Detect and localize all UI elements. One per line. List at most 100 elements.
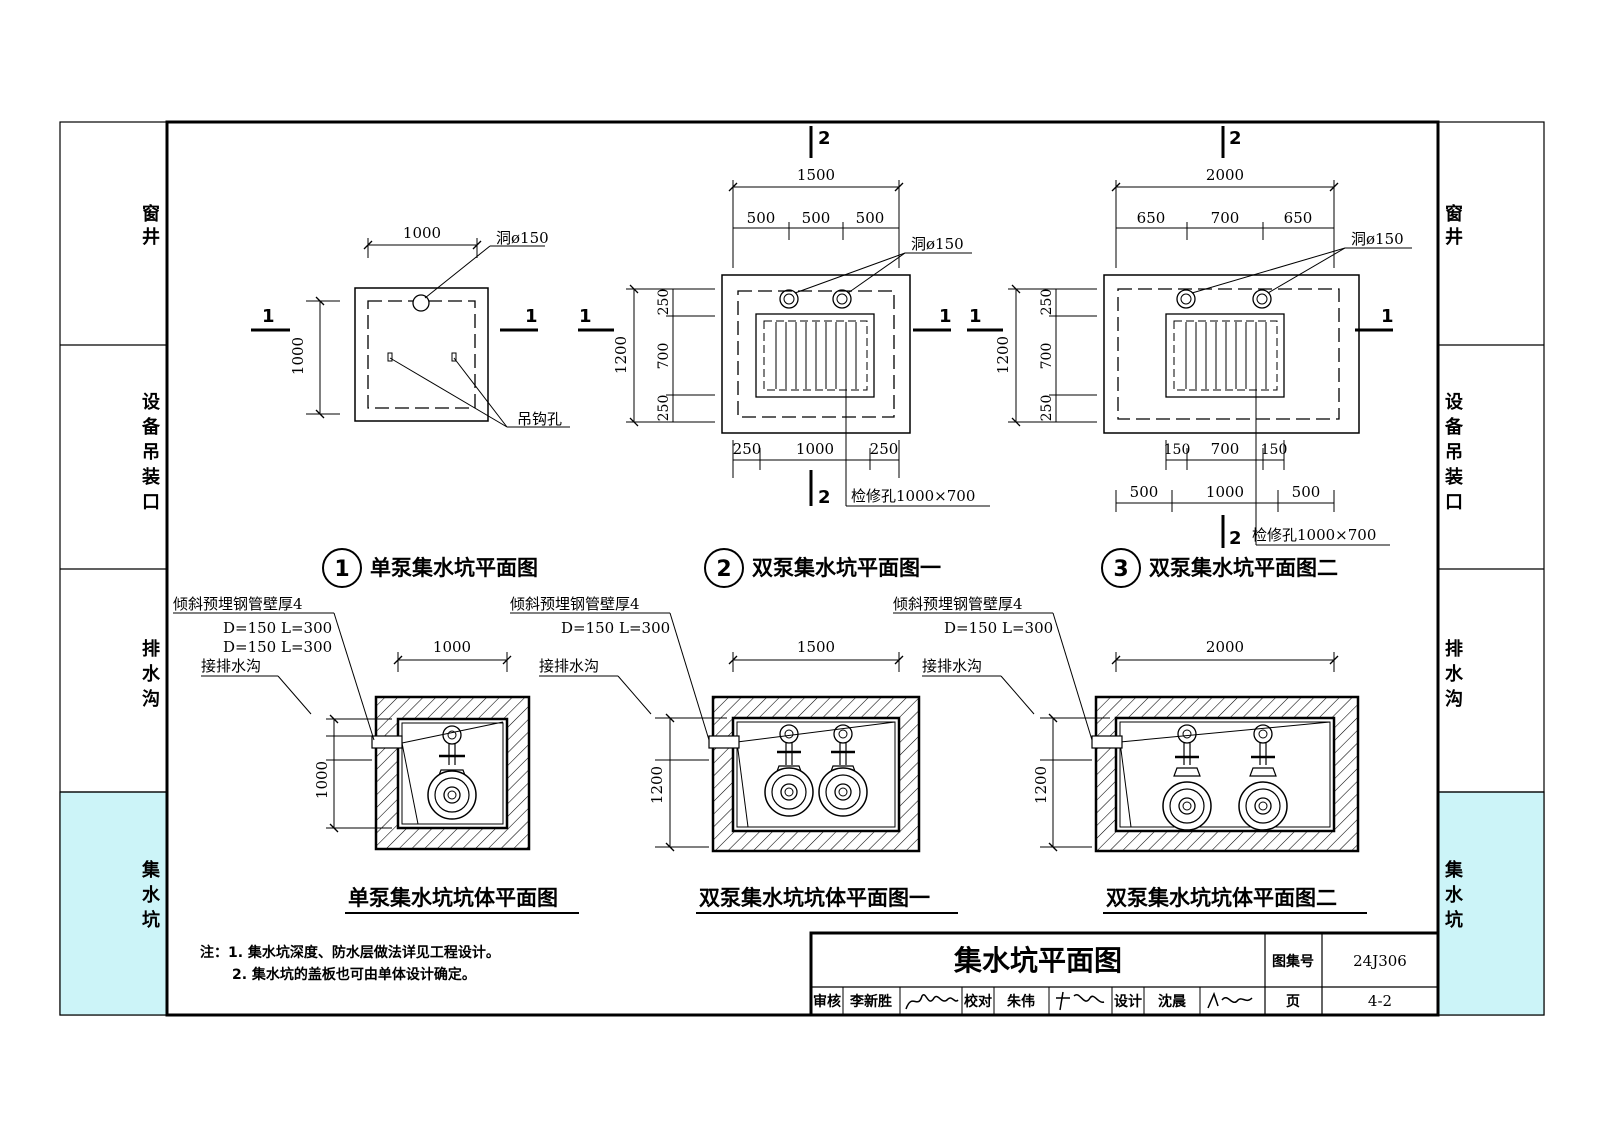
body1-pipe-dim2: D=150 L=300 — [223, 638, 332, 656]
plan3-height-dim: 1200 — [994, 336, 1012, 374]
plan3-i2-dim: 700 — [1211, 440, 1240, 458]
body2-title: 双泵集水坑坑体平面图一 — [699, 886, 930, 910]
plan2-b3-dim: 250 — [870, 440, 899, 458]
plan3-b3-dim: 500 — [1292, 483, 1321, 501]
body2-pipe-dim: D=150 L=300 — [561, 619, 670, 637]
note-2: 2. 集水坑的盖板也可由单体设计确定。 — [232, 966, 476, 983]
plan3-w1-dim: 650 — [1137, 209, 1166, 227]
titleblock-page-label: 页 — [1286, 994, 1300, 1010]
titleblock-atlas-no: 24J306 — [1353, 952, 1407, 970]
plan1-title: 单泵集水坑平面图 — [370, 556, 538, 580]
body3-height-dim: 1200 — [1032, 766, 1050, 804]
body2-width-dim: 1500 — [797, 638, 835, 656]
plan2-h3-dim: 250 — [656, 395, 672, 422]
plan3-h2-dim: 700 — [1039, 343, 1055, 370]
right-tab-drain-ditch[interactable]: 排水沟 — [1445, 638, 1464, 710]
note-1: 注：1. 集水坑深度、防水层做法详见工程设计。 — [200, 944, 500, 961]
titleblock-title: 集水坑平面图 — [953, 944, 1122, 977]
plan2-title-number: 2 — [716, 557, 731, 582]
plan2-b2-dim: 1000 — [796, 440, 834, 458]
left-tab-drain-ditch[interactable]: 排水沟 — [142, 638, 161, 710]
plan2-height-dim: 1200 — [612, 336, 630, 374]
body3-title: 双泵集水坑坑体平面图二 — [1106, 886, 1337, 910]
title-block: 集水坑平面图 图集号 24J306 页 4-2 审核 李新胜 校对 朱伟 设计 … — [809, 931, 1440, 1017]
right-tab-sump-pit[interactable]: 集水坑 — [1444, 859, 1464, 931]
active-tab-bg — [59, 791, 168, 1016]
plan1-hole-label: 洞ø150 — [496, 229, 549, 247]
plan-1-single-pump: 1000 1000 1 1 洞ø150 吊钩孔 1 单泵集水坑平面图 — [251, 224, 570, 588]
notes: 注：1. 集水坑深度、防水层做法详见工程设计。 2. 集水坑的盖板也可由单体设计… — [200, 944, 500, 983]
plan2-section-2-top: 2 — [818, 128, 831, 149]
plan2-w2-dim: 500 — [802, 209, 831, 227]
plan3-title: 双泵集水坑平面图二 — [1149, 556, 1338, 580]
left-tab-equipment-hatch[interactable]: 设备吊装口 — [141, 392, 161, 513]
body3-pipe-label: 倾斜预埋钢管壁厚4 — [893, 595, 1023, 613]
plan3-h1-dim: 250 — [1039, 289, 1055, 316]
body2-pipe-label: 倾斜预埋钢管壁厚4 — [510, 595, 640, 613]
right-tab-bar: 窗井 设备吊装口 排水沟 集水坑 — [1437, 121, 1545, 1016]
plan2-width-dim: 1500 — [797, 166, 835, 184]
checker-signature — [1056, 991, 1105, 1011]
plan3-section-1-left: 1 — [969, 306, 982, 327]
plan3-b2-dim: 1000 — [1206, 483, 1244, 501]
body1-pipe-label: 倾斜预埋钢管壁厚4 — [173, 595, 303, 613]
designer-signature — [1207, 991, 1253, 1009]
titleblock-reviewer: 李新胜 — [849, 993, 892, 1010]
plan2-section-2-bottom: 2 — [818, 487, 831, 508]
plan3-i3-dim: 150 — [1261, 442, 1288, 458]
plan-2-double-pump-type1: 1500 500 500 500 1200 250 700 250 250 10… — [578, 126, 990, 588]
left-tab-bar: 窗井 设备吊装口 排水沟 集水坑 — [59, 121, 168, 1016]
reviewer-signature — [905, 994, 959, 1010]
plan3-hole-label: 洞ø150 — [1351, 230, 1404, 248]
body1-height-dim: 1000 — [313, 761, 331, 799]
plan3-b1-dim: 500 — [1130, 483, 1159, 501]
titleblock-atlas-label: 图集号 — [1272, 953, 1314, 970]
body2-height-dim: 1200 — [648, 766, 666, 804]
plan3-section-2-bottom: 2 — [1229, 528, 1242, 549]
body2-drain-label: 接排水沟 — [539, 657, 599, 675]
plan3-w3-dim: 650 — [1284, 209, 1313, 227]
plan2-w1-dim: 500 — [747, 209, 776, 227]
plan1-width-dim: 1000 — [403, 224, 441, 242]
right-tab-equipment-hatch[interactable]: 设备吊装口 — [1444, 392, 1464, 513]
body3-drain-label: 接排水沟 — [922, 657, 982, 675]
plan2-w3-dim: 500 — [856, 209, 885, 227]
body-1-single-pump: 1000 1000 倾斜预埋钢管壁厚4 D=150 L=300 D=150 L=… — [173, 595, 579, 914]
right-tab-window-well[interactable]: 窗井 — [1445, 203, 1463, 248]
titleblock-design-label: 设计 — [1114, 993, 1142, 1010]
plan2-section-1-left: 1 — [579, 306, 592, 327]
left-tab-sump-pit[interactable]: 集水坑 — [141, 859, 161, 931]
plan3-section-1-right: 1 — [1381, 306, 1394, 327]
plan1-hook-label: 吊钩孔 — [517, 410, 562, 428]
plan-3-double-pump-type2: 2000 650 700 650 1200 250 700 250 150 70… — [967, 126, 1412, 588]
plan2-h1-dim: 250 — [656, 289, 672, 316]
plan3-title-number: 3 — [1113, 557, 1128, 582]
plan1-title-number: 1 — [334, 557, 349, 582]
plan3-w2-dim: 700 — [1211, 209, 1240, 227]
body3-pipe-dim: D=150 L=300 — [944, 619, 1053, 637]
titleblock-check-label: 校对 — [964, 993, 992, 1010]
plan3-h3-dim: 250 — [1039, 395, 1055, 422]
body1-title: 单泵集水坑坑体平面图 — [348, 886, 558, 910]
plan1-height-dim: 1000 — [289, 337, 307, 375]
plan2-section-1-right: 1 — [939, 306, 952, 327]
body1-drain-label: 接排水沟 — [201, 657, 261, 675]
titleblock-designer: 沈晨 — [1158, 993, 1187, 1010]
titleblock-checker: 朱伟 — [1007, 993, 1035, 1010]
left-tab-window-well[interactable]: 窗井 — [142, 203, 160, 248]
body-3-double-pump-type2: 2000 1200 倾斜预埋钢管壁厚4 D=150 L=300 接排水沟 双泵集… — [893, 595, 1367, 914]
body-2-double-pump-type1: 1500 1200 倾斜预埋钢管壁厚4 D=150 L=300 接排水沟 双泵集… — [510, 595, 958, 914]
plan2-hole-label: 洞ø150 — [911, 235, 964, 253]
plan2-title: 双泵集水坑平面图一 — [752, 556, 941, 580]
plan2-h2-dim: 700 — [656, 343, 672, 370]
plan3-section-2-top: 2 — [1229, 128, 1242, 149]
plan3-access-label: 检修孔1000×700 — [1252, 526, 1376, 544]
plan3-i1-dim: 150 — [1164, 442, 1191, 458]
titleblock-review-label: 审核 — [813, 993, 841, 1010]
plan1-section-1-left: 1 — [262, 306, 275, 327]
plan2-b1-dim: 250 — [733, 440, 762, 458]
body3-width-dim: 2000 — [1206, 638, 1244, 656]
titleblock-page-no: 4-2 — [1368, 992, 1392, 1010]
plan3-width-dim: 2000 — [1206, 166, 1244, 184]
